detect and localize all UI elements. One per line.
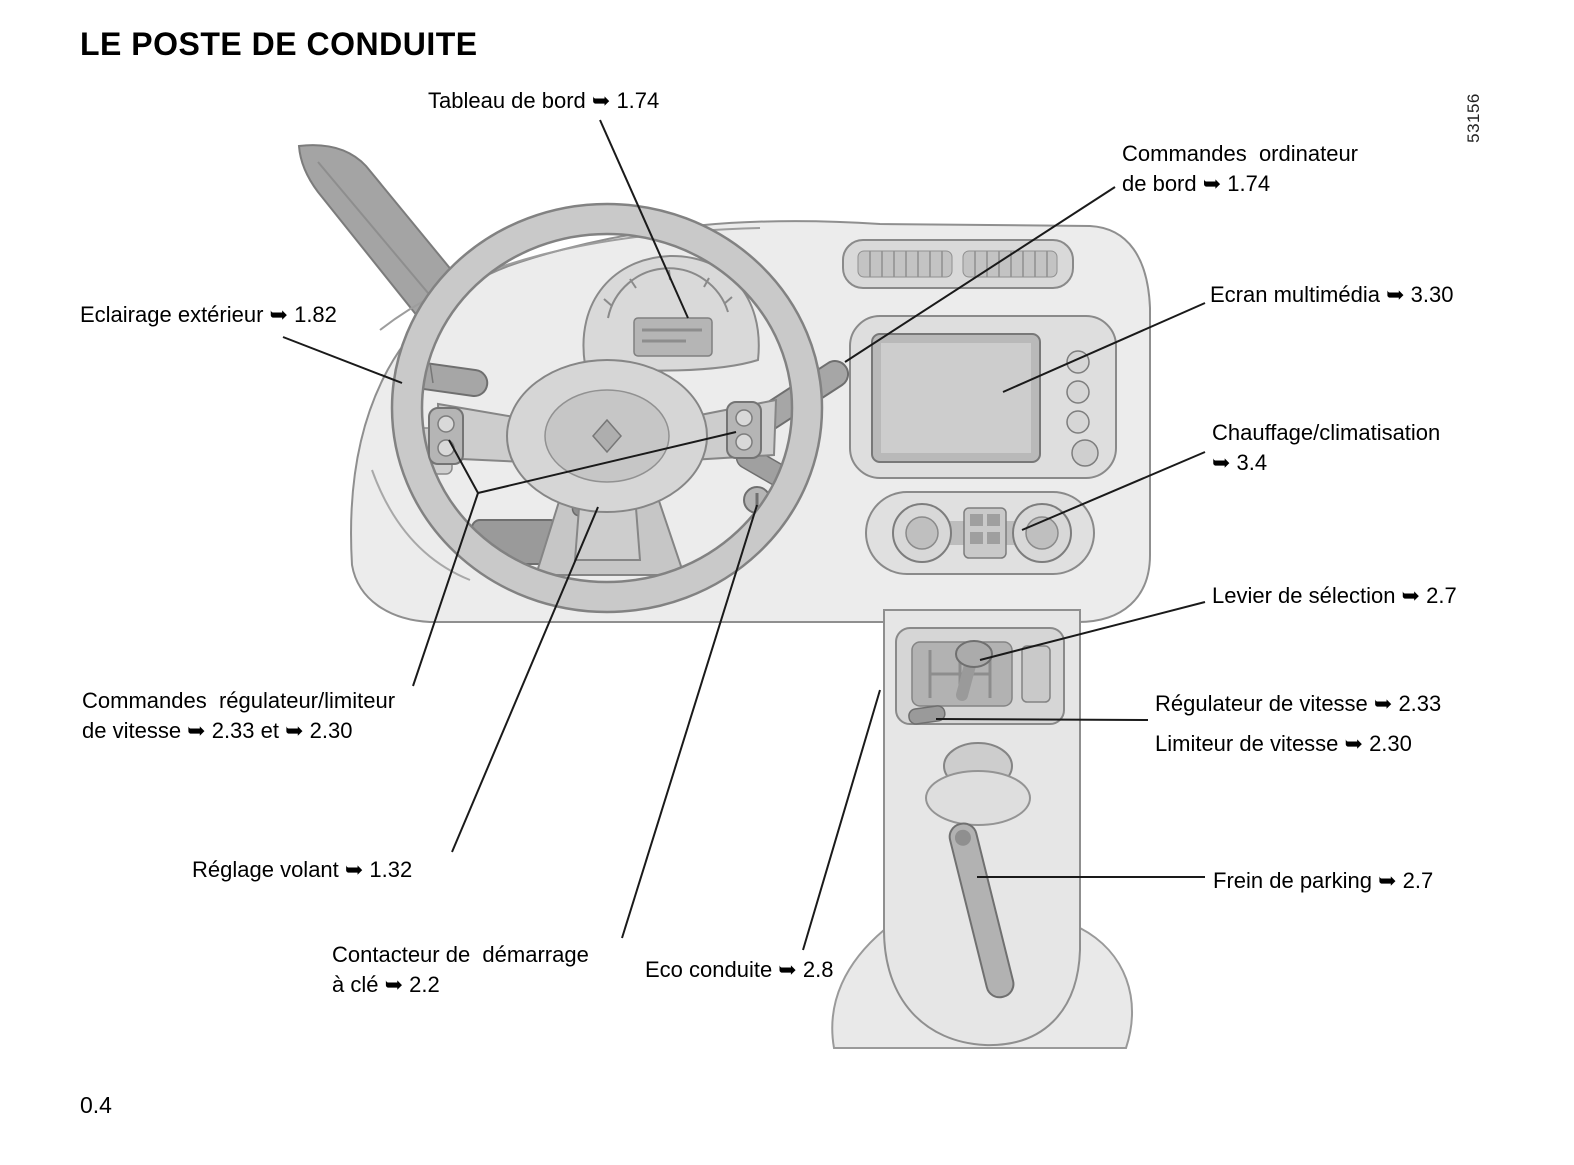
label-limiteur-de-vitesse: Limiteur de vitesse ➥ 2.30	[1155, 731, 1412, 756]
leader-line	[621, 504, 758, 939]
cruise-control-switch	[908, 705, 946, 725]
label-eco-conduite: Eco conduite ➥ 2.8	[645, 957, 834, 982]
cluster-display	[633, 317, 713, 357]
handbrake-lever	[948, 822, 1015, 999]
media-button	[1066, 380, 1090, 404]
page-title: LE POSTE DE CONDUITE	[80, 26, 478, 62]
label-levier-de-selection: Levier de sélection ➥ 2.7	[1212, 583, 1457, 608]
gear-boot	[925, 742, 1031, 826]
leader-line	[1021, 451, 1206, 531]
leader-line	[802, 689, 881, 951]
gear-lever-knob	[955, 640, 993, 668]
label-contacteur-demarrage: Contacteur de démarrage à clé ➥ 2.2	[332, 942, 589, 997]
leader-line	[844, 186, 1116, 363]
figure-code: 53156	[1464, 93, 1483, 143]
label-frein-de-parking: Frein de parking ➥ 2.7	[1213, 868, 1434, 893]
brand-logo	[592, 418, 622, 454]
leader-line	[448, 439, 479, 494]
air-vents	[842, 239, 1074, 289]
label-tableau-de-bord: Tableau de bord ➥ 1.74	[428, 88, 660, 113]
instrument-cluster	[582, 254, 760, 372]
wheel-switch-right	[726, 401, 762, 459]
label-eclairage-exterieur: Eclairage extérieur ➥ 1.82	[80, 302, 337, 327]
media-knob	[1071, 439, 1099, 467]
leader-line	[412, 492, 479, 687]
leader-line	[1002, 302, 1206, 393]
label-commandes-ordinateur: Commandes ordinateur de bord ➥ 1.74	[1122, 141, 1359, 196]
label-regulateur-de-vitesse: Régulateur de vitesse ➥ 2.33	[1155, 691, 1442, 716]
label-chauffage-climatisation: Chauffage/climatisation ➥ 3.4	[1212, 420, 1441, 475]
media-button	[1066, 410, 1090, 434]
label-reglage-volant: Réglage volant ➥ 1.32	[192, 857, 413, 882]
leader-line	[451, 506, 599, 853]
leader-line	[599, 119, 689, 319]
label-ecran-multimedia: Ecran multimédia ➥ 3.30	[1210, 282, 1454, 307]
leader-line	[282, 336, 403, 384]
climate-controls	[865, 491, 1095, 575]
leader-lines	[282, 119, 1206, 951]
page-number: 0.4	[80, 1092, 112, 1118]
leader-line	[979, 601, 1206, 661]
label-commandes-regulateur-limiteur: Commandes régulateur/limiteur de vitesse…	[82, 688, 396, 743]
gear-selector	[895, 627, 1065, 725]
multimedia-unit	[849, 315, 1117, 479]
leader-line	[477, 431, 737, 494]
leader-line	[935, 718, 1149, 721]
